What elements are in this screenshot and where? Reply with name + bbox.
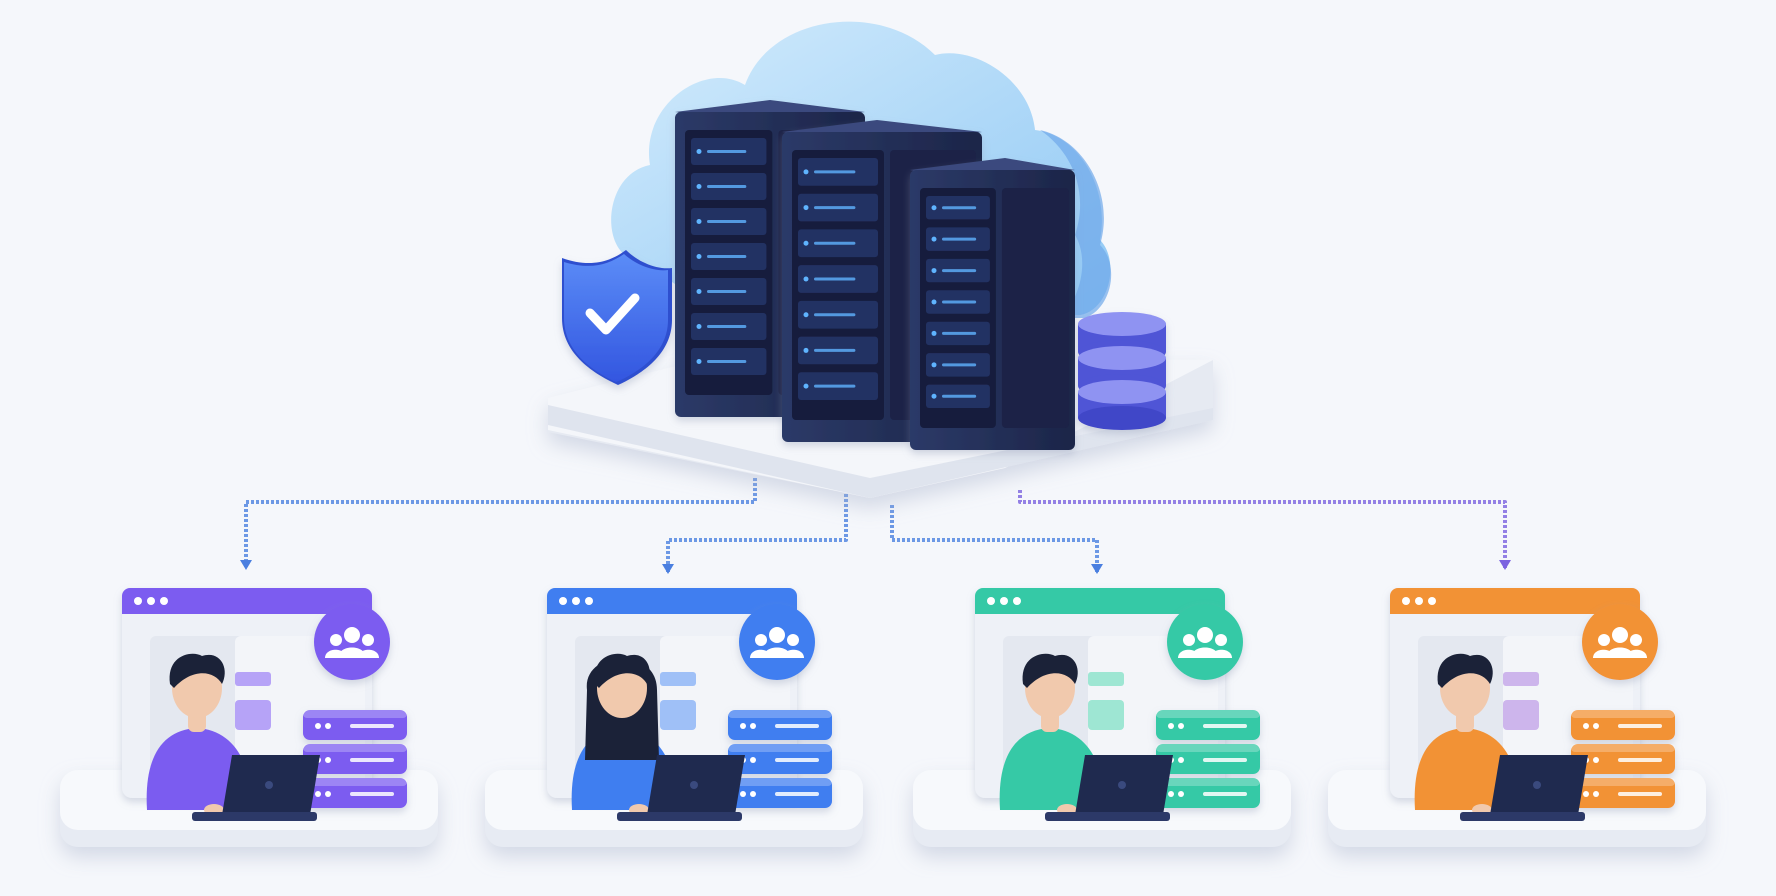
connector-line-3 (890, 505, 1103, 574)
window-dot (1428, 597, 1436, 605)
shield-check-icon (562, 250, 672, 385)
window-dot (134, 597, 142, 605)
connector-line-2 (662, 494, 848, 574)
window-dot (1000, 597, 1008, 605)
user-avatar (571, 653, 677, 816)
database-stack-icon (1156, 710, 1260, 808)
users-group-icon (1167, 604, 1243, 680)
ui-block (1503, 700, 1539, 730)
server-rack-icon (675, 100, 865, 417)
window-dot (585, 597, 593, 605)
database-stack-icon (728, 710, 832, 808)
laptop-icon (1045, 755, 1173, 821)
ui-block (1503, 672, 1539, 686)
window-dot (147, 597, 155, 605)
tenant-workspace-2 (485, 588, 863, 847)
users-group-icon (739, 604, 815, 680)
user-avatar (1414, 653, 1520, 816)
tenant-workspace-4 (1328, 588, 1706, 847)
tenant-workspace-3 (913, 588, 1291, 847)
tenant-workspace-1 (60, 588, 438, 847)
database-icon (1078, 312, 1166, 430)
user-avatar (146, 653, 252, 816)
server-racks (675, 100, 1075, 450)
central-cloud-hub (548, 21, 1213, 498)
window-dot (987, 597, 995, 605)
window-dot (1402, 597, 1410, 605)
users-group-icon (314, 604, 390, 680)
users-group-icon (1582, 604, 1658, 680)
connector-line-1 (240, 478, 757, 570)
connector-line-4 (1018, 490, 1511, 570)
ui-block (235, 672, 271, 686)
tenant-workspaces (60, 588, 1706, 847)
ui-block (1088, 700, 1124, 730)
laptop-icon (192, 755, 320, 821)
server-rack-icon (910, 158, 1075, 450)
network-connectors (240, 478, 1511, 574)
ui-block (235, 700, 271, 730)
window-dot (1013, 597, 1021, 605)
database-stack-icon (1571, 710, 1675, 808)
ui-block (660, 700, 696, 730)
window-dot (559, 597, 567, 605)
window-dot (1415, 597, 1423, 605)
database-stack-icon (303, 710, 407, 808)
laptop-icon (617, 755, 745, 821)
user-avatar (999, 653, 1105, 816)
ui-block (660, 672, 696, 686)
window-dot (572, 597, 580, 605)
laptop-icon (1460, 755, 1588, 821)
ui-block (1088, 672, 1124, 686)
window-dot (160, 597, 168, 605)
